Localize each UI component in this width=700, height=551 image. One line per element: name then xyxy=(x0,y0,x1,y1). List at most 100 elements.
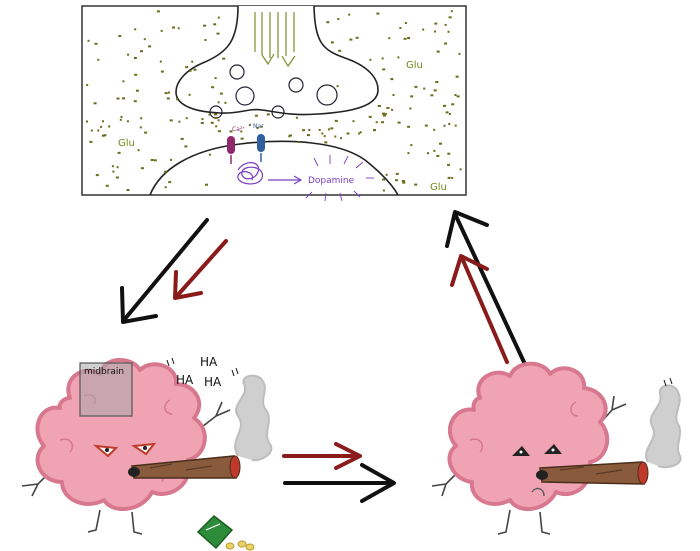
glutamate-dot xyxy=(127,53,130,56)
receptor-right xyxy=(257,134,265,162)
glutamate-dot xyxy=(148,45,152,48)
glu-label-left: Glu xyxy=(118,138,135,149)
glutamate-dot xyxy=(160,70,164,73)
glutamate-dot xyxy=(119,118,122,121)
coins xyxy=(225,540,255,551)
glutamate-dot xyxy=(407,125,411,128)
glu-label-bottom-right: Glu xyxy=(430,182,447,193)
postsynaptic-neuron xyxy=(149,140,399,196)
glutamate-dot xyxy=(358,132,361,135)
glutamate-dot xyxy=(254,114,258,117)
glutamate-dot xyxy=(395,179,398,182)
glutamate-dot xyxy=(140,50,143,53)
glutamate-dot xyxy=(115,176,119,179)
glutamate-dot xyxy=(185,66,189,69)
glutamate-dot xyxy=(355,36,359,39)
glutamate-dot xyxy=(217,101,220,104)
glutamate-dot xyxy=(90,129,93,132)
glutamate-dot xyxy=(97,129,100,132)
glutamate-dot xyxy=(159,60,162,63)
glutamate-dot xyxy=(434,22,438,25)
right-brain-left-leg xyxy=(497,509,511,535)
glutamate-dot xyxy=(395,172,399,175)
glutamate-dot xyxy=(111,165,114,168)
glutamate-dot xyxy=(150,159,154,161)
glutamate-dot xyxy=(373,129,376,132)
glutamate-dot xyxy=(404,22,407,24)
glutamate-dot xyxy=(102,120,104,123)
glutamate-dot xyxy=(407,152,410,155)
glutamate-dot xyxy=(436,154,440,157)
glutamate-dot xyxy=(117,151,121,154)
glutamate-dot xyxy=(302,129,306,132)
right-brain-mouth xyxy=(531,487,545,497)
glutamate-dot xyxy=(337,18,340,20)
glutamate-dot xyxy=(94,42,98,45)
glutamate-dot xyxy=(445,111,449,114)
glutamate-dot xyxy=(455,75,459,78)
glutamate-dot xyxy=(193,68,197,71)
glutamate-dot xyxy=(86,120,88,123)
glutamate-dot xyxy=(447,30,450,33)
glutamate-dot xyxy=(323,135,326,138)
glutamate-dot xyxy=(327,128,330,131)
right-brain-joint xyxy=(536,461,649,485)
glutamate-dot xyxy=(397,56,400,59)
glutamate-dot xyxy=(105,184,109,187)
glutamate-dot xyxy=(177,27,180,30)
glutamate-dot xyxy=(459,168,462,171)
glutamate-dot xyxy=(214,77,217,80)
laugh-marks xyxy=(166,357,239,377)
glutamate-dot xyxy=(93,102,97,105)
dopamine-label: Dopamine xyxy=(308,176,355,186)
glutamate-dot xyxy=(156,10,160,13)
glutamate-dot xyxy=(169,119,173,122)
glutamate-dot xyxy=(346,132,350,135)
laugh-text-1: HA xyxy=(200,355,218,369)
glutamate-dot xyxy=(435,81,439,83)
glutamate-dot xyxy=(217,130,221,133)
glutamate-dot xyxy=(402,181,406,184)
glutamate-dot xyxy=(208,113,211,116)
ion-label-right: Na⁺ xyxy=(253,123,264,130)
glutamate-dot xyxy=(144,131,148,134)
glutamate-dot xyxy=(256,127,259,129)
glutamate-dot xyxy=(211,86,215,89)
glutamate-dot xyxy=(185,117,188,120)
glutamate-dot xyxy=(219,92,223,95)
glutamate-dot xyxy=(414,183,418,186)
glu-label-top-right: Glu xyxy=(406,60,423,71)
signaling-cascade-scribble xyxy=(237,162,263,185)
glutamate-dot xyxy=(216,32,220,35)
glutamate-dot xyxy=(164,170,168,173)
glutamate-dot xyxy=(203,24,207,27)
glutamate-dot xyxy=(188,93,191,96)
glutamate-dot xyxy=(340,137,342,140)
glutamate-dot xyxy=(409,107,412,110)
glutamate-dot xyxy=(176,98,179,101)
glutamate-dot xyxy=(391,108,394,111)
glutamate-dot xyxy=(448,113,451,115)
glutamate-dot xyxy=(160,29,163,32)
glutamate-dots xyxy=(86,10,462,192)
glutamate-dot xyxy=(240,137,244,140)
glutamate-dot xyxy=(240,130,243,133)
glutamate-dot xyxy=(369,58,372,61)
glutamate-dot xyxy=(430,94,434,97)
glutamate-dot xyxy=(135,89,139,92)
glutamate-dot xyxy=(334,119,338,122)
arrow-right xyxy=(282,442,396,503)
axon-signal-lines xyxy=(254,12,296,68)
glutamate-dot xyxy=(334,135,337,138)
glutamate-dot xyxy=(122,80,125,83)
glutamate-dot xyxy=(208,153,211,156)
left-brain-left-leg xyxy=(87,509,101,533)
glutamate-dot xyxy=(180,137,184,140)
glutamate-dot xyxy=(266,113,270,116)
glutamate-dot xyxy=(385,173,388,176)
glutamate-dot xyxy=(410,144,413,147)
glutamate-dot xyxy=(401,180,405,182)
glutamate-dot xyxy=(89,140,93,143)
dopamine-burst xyxy=(305,155,374,202)
glutamate-dot xyxy=(382,112,385,115)
